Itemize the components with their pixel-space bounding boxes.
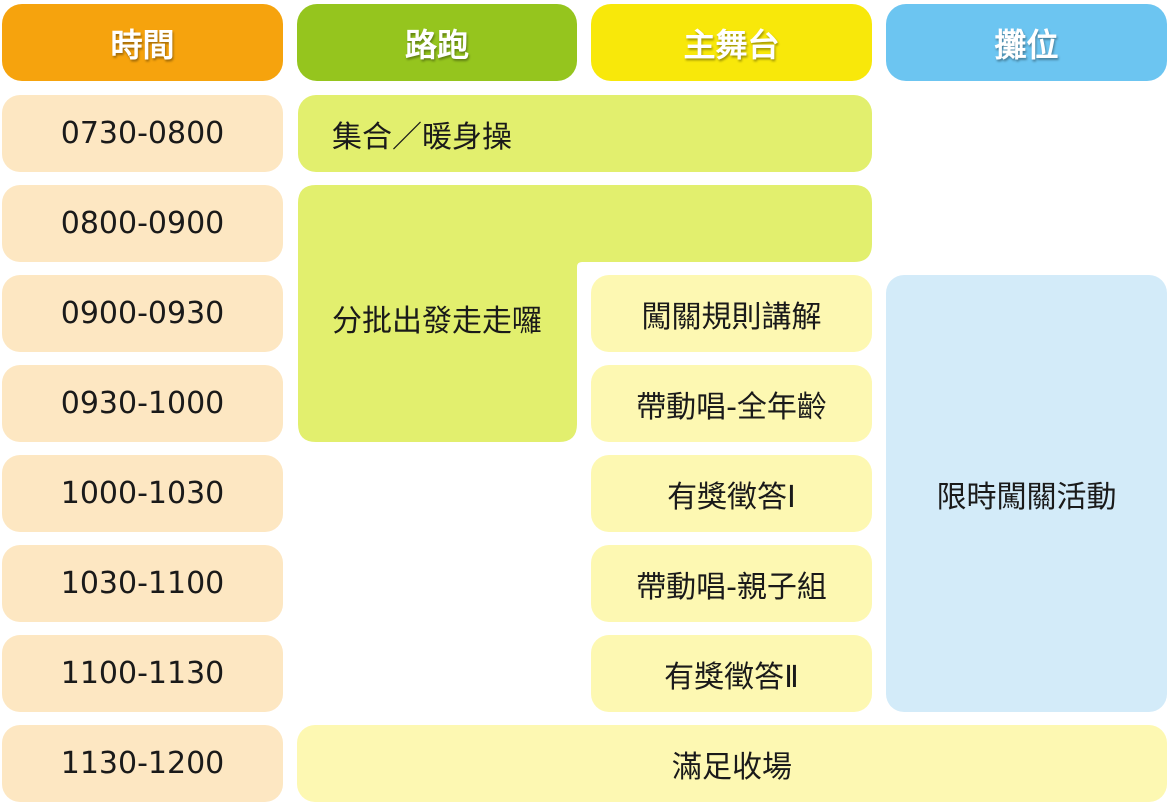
stage-sing-all-block: 帶動唱-全年齡 [591,365,872,442]
booth-challenge-block: 限時闖關活動 [886,275,1167,712]
time-slot: 1130-1200 [2,725,283,802]
time-slot: 0730-0800 [2,95,283,172]
header-booth: 攤位 [886,4,1167,81]
time-slot: 1030-1100 [2,545,283,622]
finale-block: 滿足收場 [297,725,1167,802]
header-run: 路跑 [297,4,577,81]
time-slot: 0930-1000 [2,365,283,442]
time-slot: 1000-1030 [2,455,283,532]
stage-quiz2-block: 有獎徵答Ⅱ [591,635,872,712]
stage-sing-family-block: 帶動唱-親子組 [591,545,872,622]
header-time: 時間 [2,4,283,81]
header-stage: 主舞台 [591,4,872,81]
time-slot: 1100-1130 [2,635,283,712]
stage-rules-block: 闖關規則講解 [591,275,872,352]
run-warmup-block: 集合／暖身操 [298,95,872,172]
time-slot: 0900-0930 [2,275,283,352]
run-walk-label: 分批出發走走囉 [332,304,542,339]
time-slot: 0800-0900 [2,185,283,262]
stage-quiz1-block: 有獎徵答Ⅰ [591,455,872,532]
run-walk-block-fill [298,185,872,442]
